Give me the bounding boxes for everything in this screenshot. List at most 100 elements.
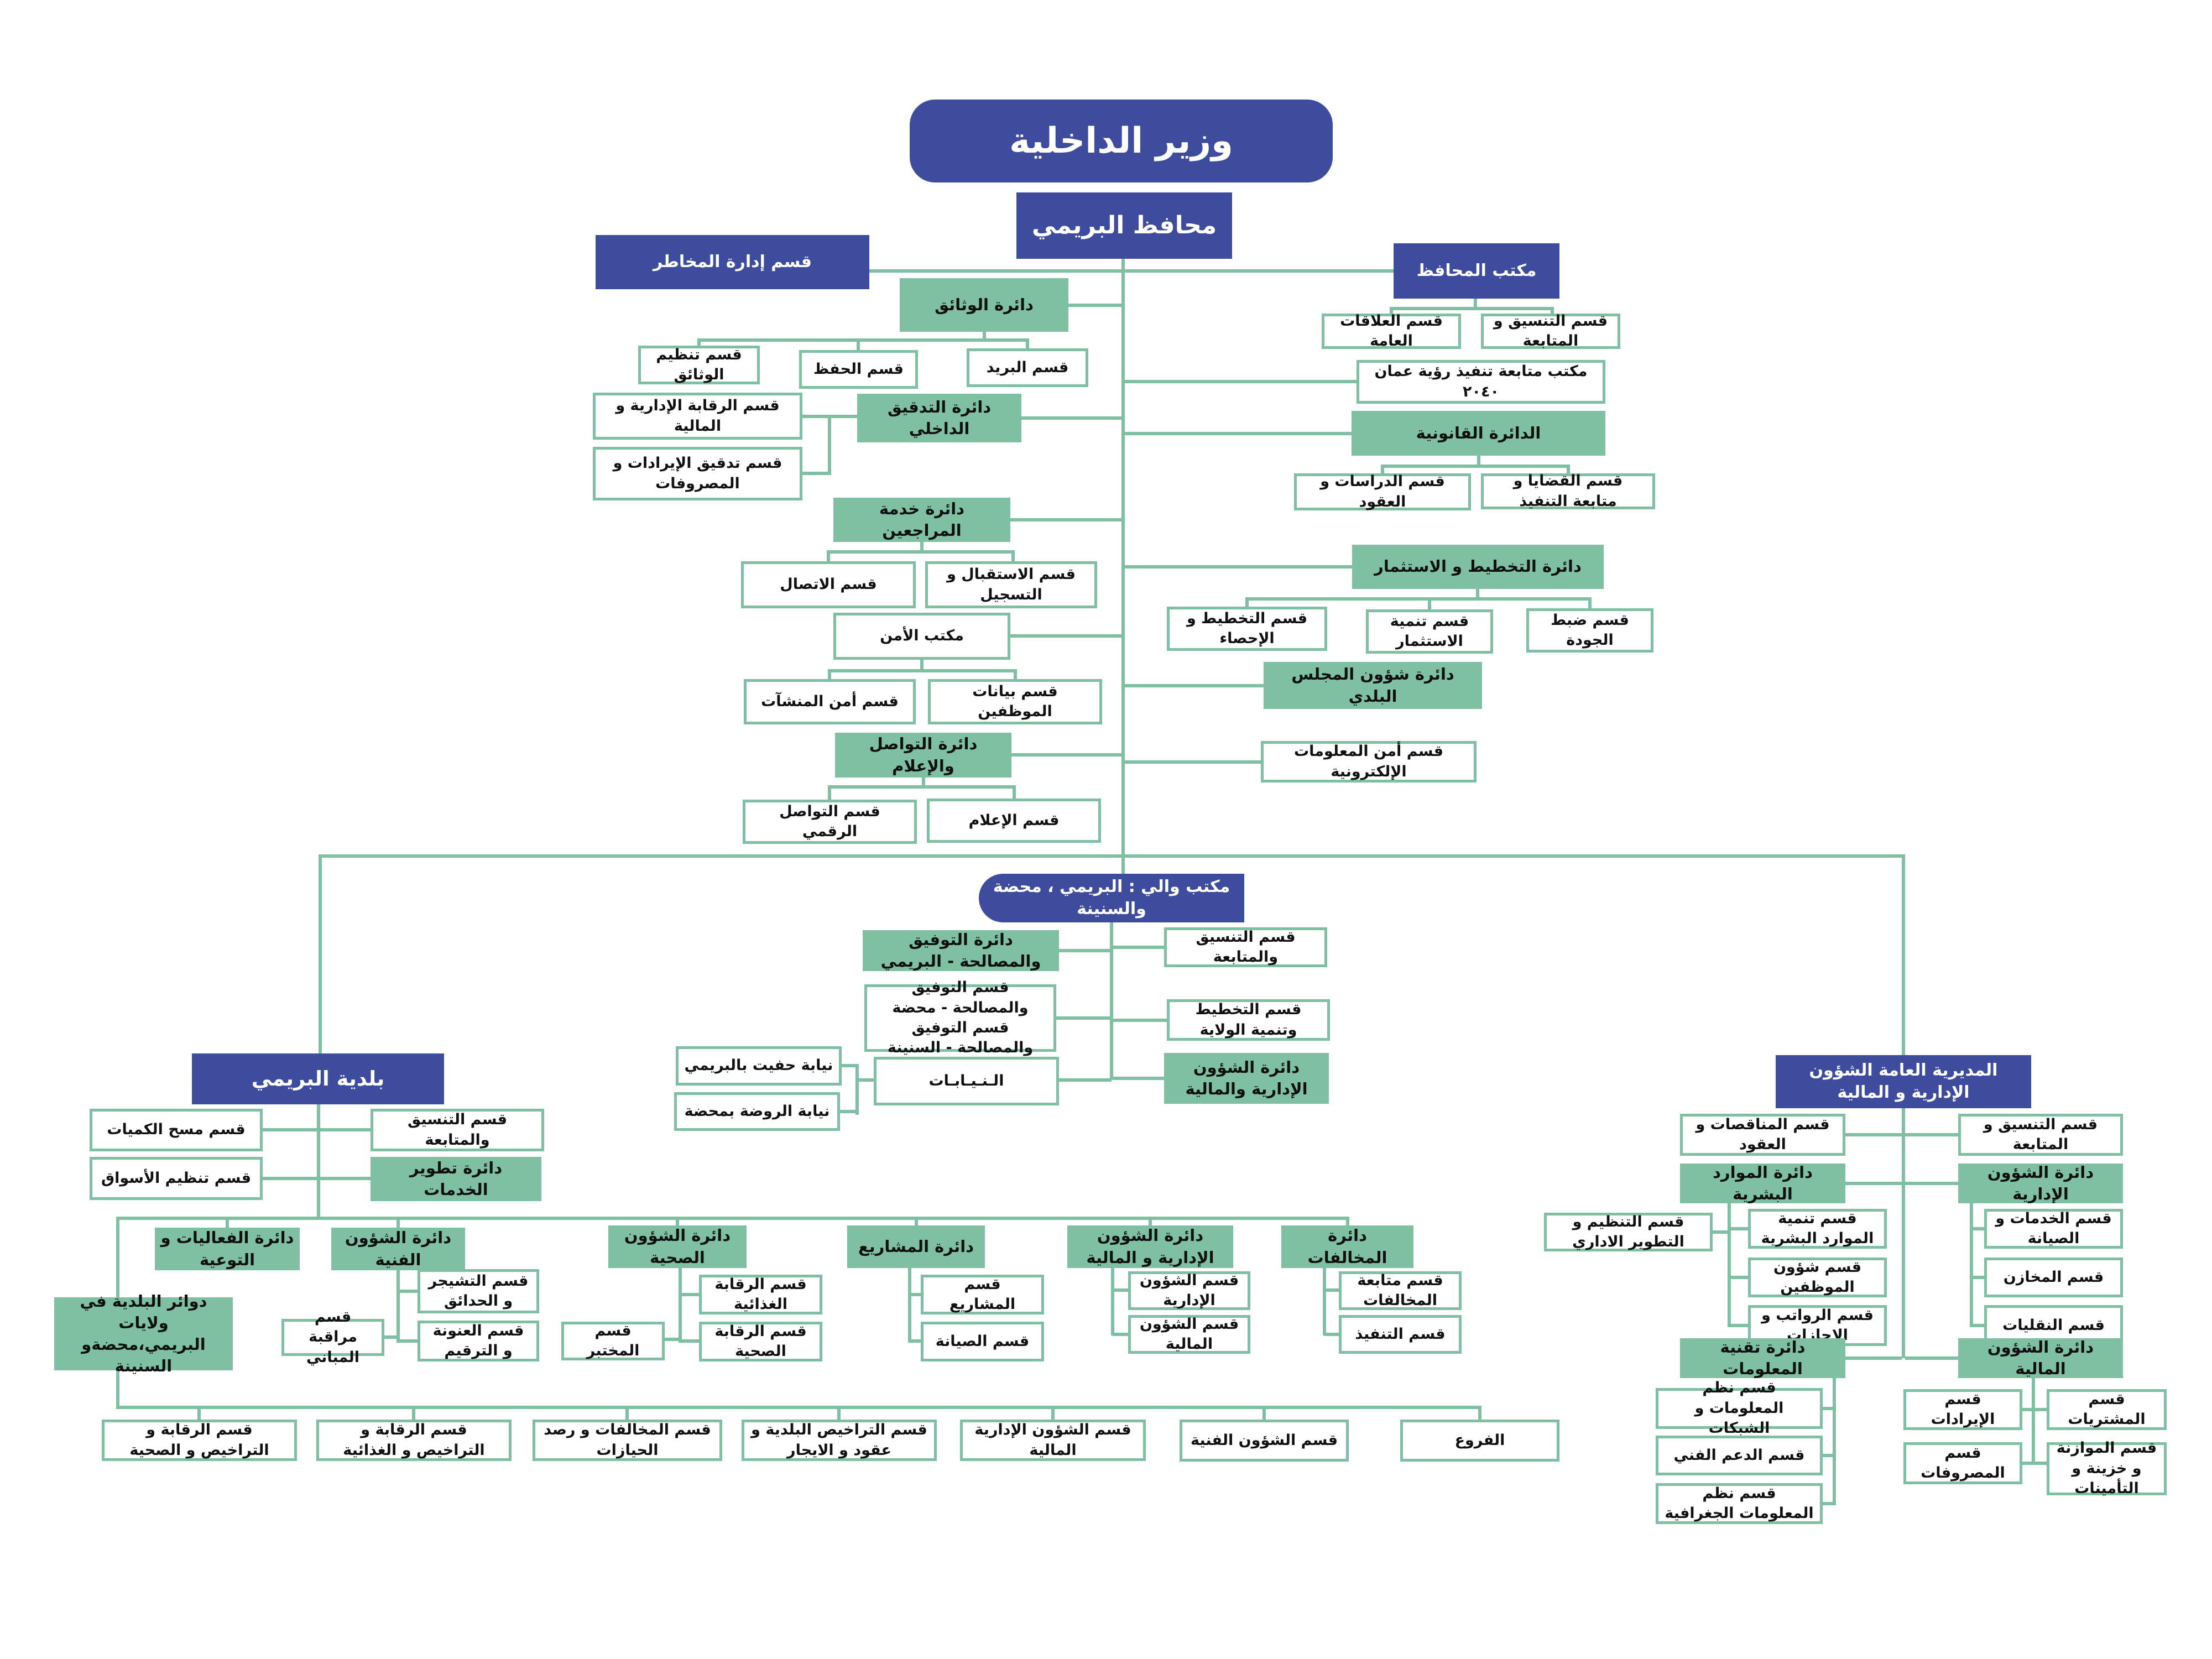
general-directorate-admin-financial-node: المديرية العامة الشؤون الإدارية و المالي… [1776, 1055, 2031, 1108]
connector-line [319, 854, 1905, 858]
connector-line [1474, 299, 1477, 309]
connector-line [319, 1177, 372, 1180]
connector-line [398, 1290, 418, 1293]
organization-admin-development-section-node: قسم التنظيم و التطوير الاداري [1544, 1213, 1713, 1251]
gis-section-node: قسم نظم المعلومات الجغرافية [1656, 1483, 1823, 1524]
connector-line [1845, 1133, 1902, 1136]
technical-affairs-dept-node: دائرة الشؤون الفنية [331, 1228, 465, 1270]
connector-line [1112, 1019, 1168, 1022]
connector-line [384, 1335, 398, 1339]
technical-support-section-node: قسم الدعم الفني [1656, 1436, 1823, 1475]
connector-line [1010, 518, 1121, 521]
connector-line [319, 1128, 372, 1131]
connector-line [1905, 1357, 1958, 1360]
connector-line [828, 785, 1016, 789]
connector-line [226, 1218, 229, 1228]
communication-section-node: قسم الاتصال [741, 561, 916, 608]
connector-line [679, 1268, 682, 1343]
connector-line [1013, 785, 1016, 800]
hr-development-section-node: قسم تنمية الموارد البشرية [1748, 1209, 1887, 1249]
connector-line [2035, 1462, 2047, 1465]
coordination-follow-section-wali-node: قسم التنسيق والمتابعة [1164, 927, 1327, 967]
connector-line [1125, 684, 1264, 687]
control-licensing-food-section-node: قسم الرقابة و التراخيص و الغذائية [316, 1420, 512, 1461]
connector-line [1390, 307, 1554, 310]
connector-line [802, 472, 828, 475]
connector-line [412, 1407, 415, 1420]
conciliation-sections-mahdah-sunaynah-node: قسم التوفيق والمصالحة - محضة قسم التوفيق… [864, 979, 1056, 1056]
connector-line [1112, 1077, 1166, 1080]
connector-line [1588, 597, 1592, 609]
connector-line [1059, 1078, 1112, 1082]
connector-line [1477, 456, 1480, 465]
connector-line [1011, 550, 1015, 562]
connector-line [857, 338, 860, 351]
admin-financial-affairs-dept-municipality-node: دائرة الشؤون الإدارية و المالية [1067, 1225, 1233, 1268]
connector-line [1112, 946, 1166, 949]
connector-line [1845, 1182, 1902, 1185]
maintenance-section-node: قسم الصيانة [921, 1322, 1044, 1361]
connector-line [1262, 1407, 1266, 1420]
violations-follow-section-node: قسم متابعة المخالفات [1339, 1271, 1462, 1310]
documents-dept-node: دائرة الوثائق [900, 278, 1068, 332]
connector-line [1971, 1324, 1984, 1327]
connector-line [1245, 597, 1592, 601]
studies-contracts-section-node: قسم الدراسات و العقود [1294, 473, 1471, 510]
employee-data-section-node: قسم بيانات الموظفين [928, 679, 1102, 724]
connector-line [680, 1293, 699, 1296]
media-communication-dept-node: دائرة التواصل والإعلام [835, 733, 1011, 778]
internal-audit-dept-node: دائرة التدقيق الداخلي [857, 394, 1021, 442]
connector-line [1845, 1357, 1902, 1360]
markets-organization-section-node: قسم تنظيم الأسواق [90, 1157, 263, 1200]
connector-line [116, 1217, 119, 1300]
coordination-follow-section-office-node: قسم التنسيق و المتابعة [1481, 312, 1620, 349]
connector-line [922, 778, 925, 786]
connector-line [2032, 1378, 2035, 1465]
connector-line [855, 1064, 859, 1115]
connector-line [1905, 1182, 1958, 1185]
security-office-node: مكتب الأمن [833, 613, 1010, 660]
violations-dept-node: دائرة المخالفات [1281, 1225, 1413, 1268]
connector-line [1971, 1227, 1984, 1230]
document-organization-section-node: قسم تنظيم الوثائق [638, 346, 760, 384]
admin-financial-control-section-node: قسم الرقابة الإدارية و المالية [593, 393, 802, 440]
connector-line [263, 1177, 319, 1180]
connector-line [116, 1370, 119, 1409]
governor-office-node: مكتب المحافظ [1394, 243, 1559, 299]
connector-line [1014, 669, 1017, 680]
risk-management-section-node: قسم إدارة المخاطر [596, 235, 869, 289]
violations-holdings-monitoring-section-node: قسم المخالفات و رصد الحيازات [533, 1420, 722, 1461]
governor-node: محافظ البريمي [1016, 192, 1232, 259]
connector-line [1010, 634, 1121, 638]
connector-line [869, 269, 1121, 273]
connector-line [2022, 1408, 2032, 1411]
information-technology-dept-node: دائرة تقنية المعلومات [1680, 1338, 1845, 1378]
niyabat-node: الـنـيـابـات [874, 1057, 1059, 1105]
conciliation-dept-buraimi-node: دائرة التوفيق والمصالحة - البريمي [863, 930, 1059, 971]
services-maintenance-section-node: قسم الخدمات و الصيانة [1984, 1209, 2123, 1249]
coordination-follow-section-municipality-node: قسم التنسيق والمتابعة [371, 1109, 544, 1151]
connector-line [397, 1218, 400, 1228]
legal-dept-node: الدائرة القانونية [1352, 411, 1605, 456]
connector-line [1125, 432, 1352, 435]
connector-line [1381, 465, 1384, 474]
wali-office-node: مكتب والي : البريمي ، محضة والسنينة [979, 874, 1244, 922]
connector-line [1346, 1218, 1349, 1226]
connector-line [1902, 1108, 1905, 1358]
digital-communication-section-node: قسم التواصل الرقمي [743, 800, 917, 844]
connector-line [1111, 1268, 1114, 1335]
connector-line [676, 1218, 679, 1226]
connector-line [1823, 1502, 1833, 1505]
connector-line [1428, 597, 1431, 611]
admin-financial-affairs-section-node: قسم الشؤون الإدارية المالية [960, 1420, 1146, 1461]
connector-line [263, 1128, 319, 1131]
connector-line [1390, 307, 1393, 315]
connector-line [1068, 304, 1121, 307]
planning-investment-dept-node: دائرة التخطيط و الاستثمار [1352, 545, 1604, 589]
connector-line [319, 854, 322, 1055]
cases-execution-section-node: قسم القضايا و متابعة التنفيذ [1481, 472, 1655, 510]
connector-line [1051, 1407, 1055, 1420]
connector-line [2022, 1462, 2032, 1465]
connector-line [908, 1268, 911, 1343]
planning-state-development-section-node: قسم التخطيط وتنمية الولاية [1167, 999, 1330, 1041]
